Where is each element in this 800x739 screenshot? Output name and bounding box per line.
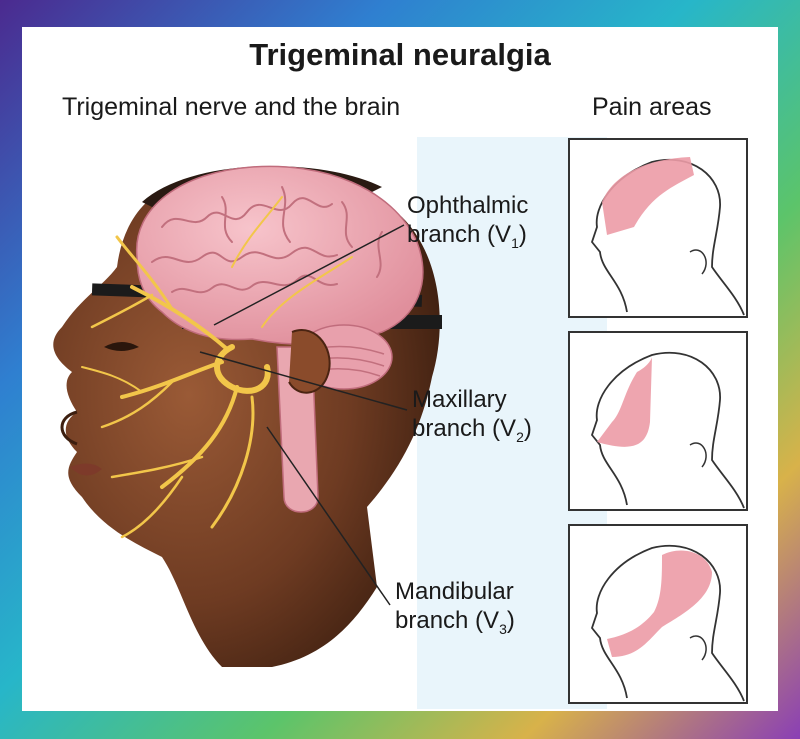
label-mandibular-line1: Mandibular <box>395 578 514 605</box>
label-ophthalmic-line1: Ophthalmic <box>407 192 529 219</box>
ear <box>288 329 331 394</box>
label-mandibular: Mandibular branch (V3) <box>395 577 515 644</box>
label-ophthalmic-sub: 1 <box>511 234 519 251</box>
leader-mandibular <box>266 426 391 606</box>
label-maxillary-sub: 2 <box>516 428 524 445</box>
label-ophthalmic-close: ) <box>518 221 527 248</box>
pain-head-2 <box>568 331 748 511</box>
label-maxillary-line2: branch (V <box>412 415 517 442</box>
subtitle-brain: Trigeminal nerve and the brain <box>62 93 401 121</box>
leader-lines <box>199 224 408 606</box>
subtitle-pain-areas: Pain areas <box>592 93 712 121</box>
label-maxillary-close: ) <box>523 415 532 442</box>
eye <box>104 342 139 351</box>
pain-head-1 <box>568 138 748 318</box>
diagram-card: Trigeminal neuralgia Trigeminal nerve an… <box>22 27 778 711</box>
label-ophthalmic-line2: branch (V <box>407 221 512 248</box>
label-maxillary-line1: Maxillary <box>412 386 507 413</box>
brain-folds <box>151 186 383 294</box>
head-illustration <box>53 138 748 704</box>
lips <box>70 463 102 476</box>
diagram-title: Trigeminal neuralgia <box>249 37 551 72</box>
label-mandibular-close: ) <box>506 607 515 634</box>
brain <box>136 165 424 346</box>
label-mandibular-line2: branch (V <box>395 607 500 634</box>
pain-head-3 <box>568 524 748 704</box>
leader-maxillary <box>199 351 408 411</box>
trigeminal-nerve <box>81 196 353 539</box>
label-mandibular-sub: 3 <box>499 620 507 637</box>
label-ophthalmic: Ophthalmic branch (V1) <box>407 191 528 258</box>
nose <box>60 410 78 446</box>
leader-ophthalmic <box>213 224 405 326</box>
label-maxillary: Maxillary branch (V2) <box>412 385 532 452</box>
